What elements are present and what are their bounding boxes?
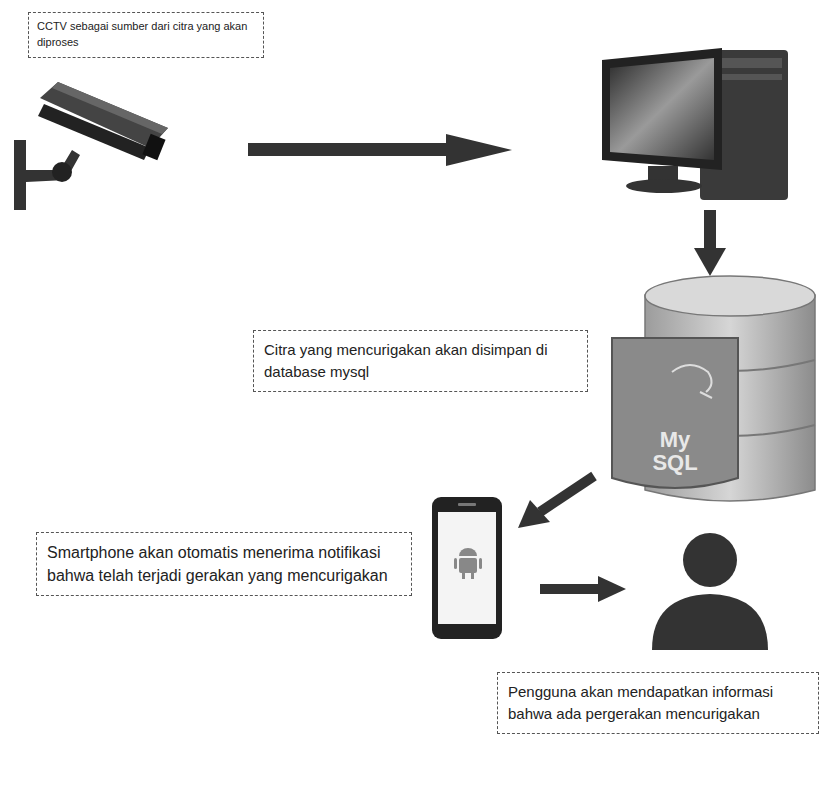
note-box: Citra yang mencurigakan akan disimpan di… bbox=[253, 330, 588, 392]
note-box: Pengguna akan mendapatkan informasi bahw… bbox=[497, 672, 819, 734]
note-text: Citra yang mencurigakan akan disimpan di… bbox=[264, 339, 577, 383]
smartphone-icon bbox=[432, 497, 502, 639]
user-icon bbox=[652, 533, 768, 650]
computer-icon bbox=[602, 48, 788, 200]
flow-arrow bbox=[248, 134, 512, 166]
note-box: Smartphone akan otomatis menerima notifi… bbox=[36, 532, 412, 596]
cctv-camera bbox=[14, 82, 168, 210]
note-box: CCTV sebagai sumber dari citra yang akan… bbox=[28, 12, 264, 58]
logo-text: My SQL bbox=[640, 428, 710, 474]
database-icon bbox=[612, 276, 815, 501]
flow-arrow bbox=[518, 476, 594, 528]
flow-arrow bbox=[694, 210, 726, 276]
note-text: Smartphone akan otomatis menerima notifi… bbox=[47, 541, 401, 587]
flow-arrow bbox=[540, 576, 626, 602]
note-text: CCTV sebagai sumber dari citra yang akan… bbox=[37, 19, 255, 51]
note-text: Pengguna akan mendapatkan informasi bahw… bbox=[508, 681, 808, 725]
